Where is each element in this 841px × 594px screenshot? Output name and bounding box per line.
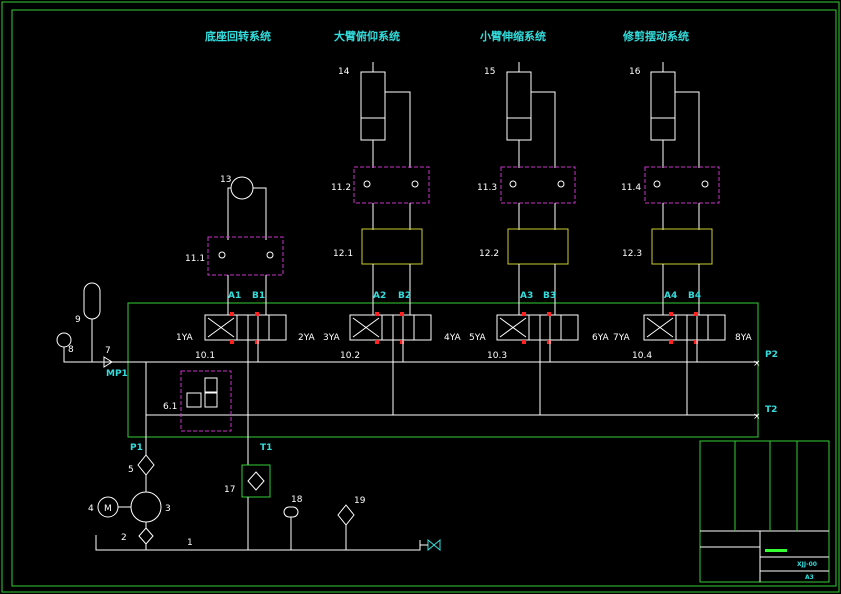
solenoid-6YA: 6YA (592, 333, 610, 343)
motor-M-symbol: M (104, 504, 112, 514)
label-10-3: 10.3 (487, 351, 507, 361)
port-A1: A1 (228, 291, 241, 301)
port-P2: P2 (765, 350, 778, 360)
trim-swing-circuit: 16 11.4 12.3 A4 B4 (621, 62, 720, 315)
hydraulic-lock-12-1 (361, 228, 423, 265)
drain-valve-symbol (427, 538, 435, 552)
label-4: 4 (88, 504, 94, 514)
label-18: 18 (291, 495, 303, 505)
balance-valve-11-2 (353, 166, 430, 204)
label-9: 9 (75, 315, 81, 325)
balance-valve-11-4 (644, 166, 720, 204)
directional-valve-10-2: 3YA 4YA 10.2 (323, 312, 462, 415)
balance-valve-11-3 (500, 166, 576, 204)
port-MP1: MP1 (106, 369, 128, 379)
port-A2: A2 (373, 291, 386, 301)
solenoid-1YA: 1YA (176, 333, 194, 343)
t2-marker: × (753, 412, 761, 422)
label-12-2: 12.2 (479, 249, 499, 259)
label-3: 3 (165, 504, 171, 514)
port-A3: A3 (520, 291, 533, 301)
hydraulic-lock-12-2 (507, 228, 569, 265)
port-T1: T1 (260, 443, 272, 453)
label-2: 2 (121, 533, 127, 543)
label-7: 7 (105, 346, 111, 356)
port-B1: B1 (252, 291, 265, 301)
title-boom-pitch: 大臂俯仰系统 (334, 29, 400, 43)
title-arm-telescope: 小臂伸缩系统 (479, 29, 546, 43)
relief-valve-6-1: 6.1 (163, 370, 232, 432)
suction-filter-2 (138, 527, 154, 545)
hydraulic-lock-12-3 (651, 228, 713, 265)
drawing-number: XJJ-00 (797, 561, 817, 568)
p2-marker: × (753, 359, 761, 369)
label-16: 16 (629, 67, 641, 77)
inner-frame (11, 9, 837, 587)
title-base-rotation: 底座回转系统 (205, 29, 271, 43)
port-B3: B3 (543, 291, 556, 301)
label-11-1: 11.1 (185, 254, 205, 264)
solenoid-2YA: 2YA (298, 333, 316, 343)
port-A4: A4 (664, 291, 677, 301)
hydraulic-motor-13 (230, 176, 254, 200)
cylinder-14 (360, 71, 386, 141)
pump-3 (130, 491, 162, 523)
arm-telescope-circuit: 15 11.3 12.2 A3 B3 (477, 62, 576, 315)
label-12-1: 12.1 (333, 249, 353, 259)
accumulator-9: 9 (75, 282, 101, 362)
solenoid-5YA: 5YA (469, 333, 487, 343)
boom-pitch-circuit: 14 11.2 12.1 A2 B2 (331, 62, 430, 315)
solenoid-8YA: 8YA (735, 333, 753, 343)
filter-5 (137, 454, 155, 476)
title-trim-swing: 修剪摆动系统 (622, 29, 689, 43)
port-B2: B2 (398, 291, 411, 301)
solenoid-3YA: 3YA (323, 333, 341, 343)
port-B4: B4 (688, 291, 701, 301)
port-P1: P1 (130, 443, 143, 453)
base-rotation-circuit: 13 11.1 A1 B1 (185, 175, 284, 315)
label-1: 1 (187, 538, 193, 548)
cylinder-15 (506, 71, 532, 141)
label-5: 5 (128, 465, 134, 475)
label-14: 14 (338, 67, 350, 77)
label-10-1: 10.1 (195, 351, 215, 361)
label-11-3: 11.3 (477, 183, 497, 193)
solenoid-4YA: 4YA (444, 333, 462, 343)
balance-valve-11-1 (207, 236, 284, 276)
label-17: 17 (224, 485, 235, 495)
label-15: 15 (484, 67, 495, 77)
label-6-1: 6.1 (163, 402, 177, 412)
cylinder-16 (650, 71, 676, 141)
title-block: XJJ-00 A3 (699, 440, 830, 583)
directional-valve-10-1: 1YA 2YA 10.1 (176, 312, 316, 437)
label-11-2: 11.2 (331, 183, 351, 193)
label-10-4: 10.4 (632, 351, 652, 361)
air-filter-19 (337, 504, 355, 526)
solenoid-7YA: 7YA (613, 333, 631, 343)
sheet-size: A3 (805, 574, 814, 581)
label-13: 13 (220, 175, 231, 185)
label-10-2: 10.2 (340, 351, 360, 361)
label-19: 19 (354, 496, 366, 506)
label-12-3: 12.3 (622, 249, 642, 259)
pump-group: 5 3 M 4 2 (88, 437, 171, 550)
directional-valve-10-3: 5YA 6YA 10.3 (469, 312, 610, 415)
check-valve-7 (103, 356, 113, 368)
level-gauge-18 (283, 506, 299, 518)
directional-valve-10-4: 7YA 8YA 10.4 (613, 312, 753, 415)
label-11-4: 11.4 (621, 183, 641, 193)
valve-manifold-outline (127, 302, 759, 438)
return-filter-17 (241, 464, 271, 498)
port-T2: T2 (765, 405, 777, 415)
label-8: 8 (68, 345, 74, 355)
